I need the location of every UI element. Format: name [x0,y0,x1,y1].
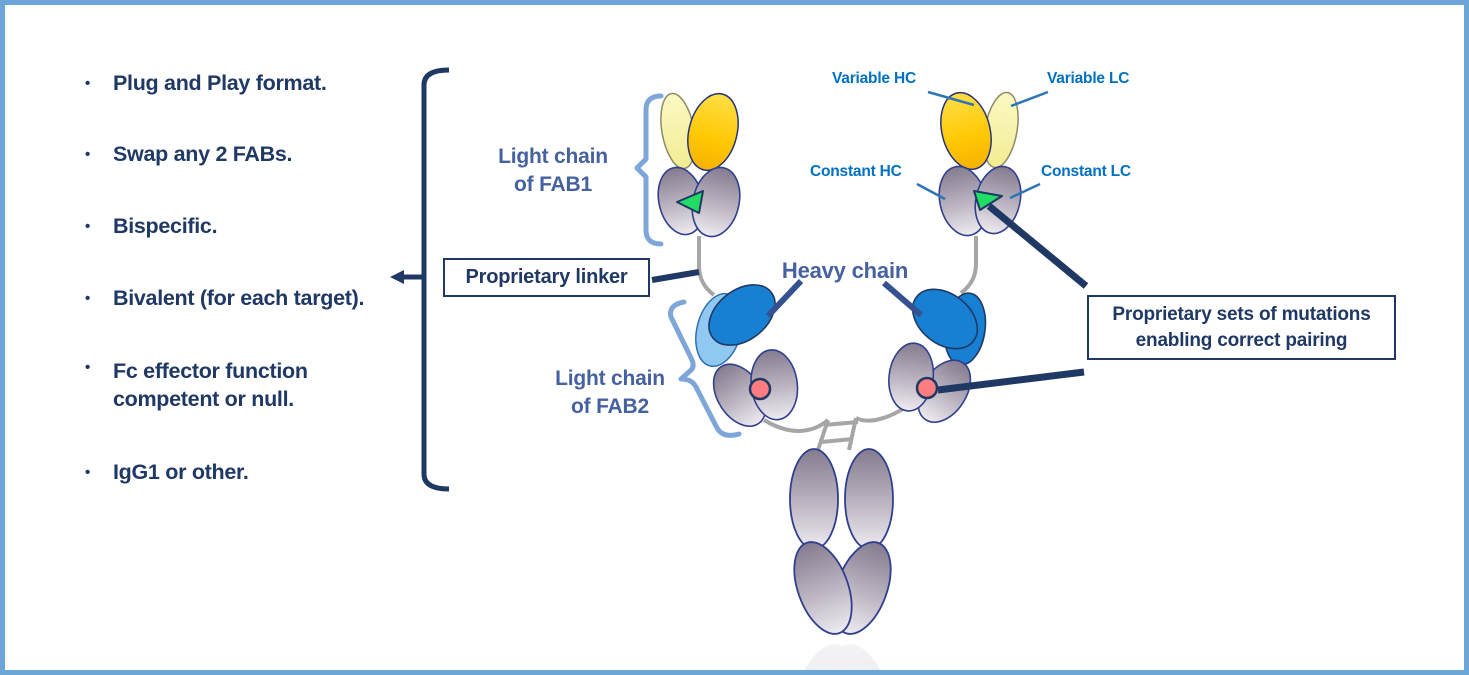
group-heavy-chain-arrows [765,278,923,319]
bullet-text: Bivalent (for each target). [113,286,365,310]
fc-reflection-right [833,644,891,675]
group-bracket [390,67,450,492]
callout-proprietary-linker: Proprietary linker [443,258,650,297]
bullet-dot-icon: • [85,146,90,163]
fab2-right-heavy-ellipse [911,288,979,350]
fab1-left [657,92,741,238]
fc-region [789,448,894,675]
bullet-dot-icon: • [85,218,90,235]
linker-left [697,236,716,297]
label-constant-lc: Constant LC [1041,163,1131,180]
hinge-rung-bottom [820,437,854,444]
bullet-item: • IgG1 or other. [85,459,249,487]
pointer-constant-hc [916,182,946,201]
group-connector-lines [651,203,1089,394]
group-linkers [697,236,978,451]
label-light-chain-fab1: Light chain of FAB1 [498,145,608,196]
callout-mutations: Proprietary sets of mutations enabling c… [1087,295,1396,360]
fc-ch2-right-ellipse [844,448,894,550]
fc-ch2-left-ellipse [789,448,839,550]
bullet-dot-icon: • [85,359,90,376]
bullet-text: Bispecific. [113,214,218,238]
pointer-variable-lc [1010,90,1049,108]
fc-ch3-left-ellipse [793,541,853,635]
connector-linker-box [651,269,700,283]
bullet-text: Fc effector function competent or null. [113,359,308,411]
bullet-item: • Fc effector function competent or null. [85,358,308,413]
bullet-dot-icon: • [85,464,90,481]
connector-dot-to-mutations-box [937,368,1085,394]
bullet-item: • Swap any 2 FABs. [85,141,293,169]
mutation-dot-icon [748,377,772,401]
bracket-arrowhead-icon [390,270,404,284]
bullet-item: • Bispecific. [85,213,218,241]
fab2-left-heavy-ellipse [708,284,776,346]
fab1-left-variable-hc-ellipse [687,92,739,172]
pointer-constant-lc [1009,182,1041,200]
group-pointer-lines [916,90,1049,201]
label-variable-lc: Variable LC [1047,70,1130,87]
bullet-text: Plug and Play format. [113,71,327,95]
mutation-triangle-icon [973,190,1003,211]
heavy-chain-arrow-right [882,280,923,318]
fab1-brace [634,93,664,247]
bullet-dot-icon: • [85,290,90,307]
mutation-dot-icon [915,376,939,400]
fab2-left [695,284,799,427]
heavy-chain-arrow-left [765,278,804,319]
fab2-right [888,288,987,423]
bullet-text: Swap any 2 FABs. [113,142,293,166]
mutation-triangle-icon [676,190,704,214]
bullet-text: IgG1 or other. [113,460,249,484]
label-heavy-chain: Heavy chain [781,258,909,283]
fc-reflection [794,644,891,675]
fab2-brace [668,299,742,438]
bullet-item: • Bivalent (for each target). [85,285,364,313]
linker-right [959,236,978,295]
label-constant-hc: Constant HC [810,163,902,180]
hinge-rung-top [823,420,859,427]
hinge-left-curve [762,418,830,433]
fab1-right [938,91,1022,237]
label-variable-hc: Variable HC [832,70,916,87]
fab1-right-variable-hc-ellipse [940,91,992,171]
pointer-variable-hc [927,90,975,107]
label-light-chain-fab2: Light chain of FAB2 [555,367,665,418]
connector-triangle-to-mutations-box [986,203,1089,289]
bullet-dot-icon: • [85,75,90,92]
bullet-item: • Plug and Play format. [85,70,327,98]
